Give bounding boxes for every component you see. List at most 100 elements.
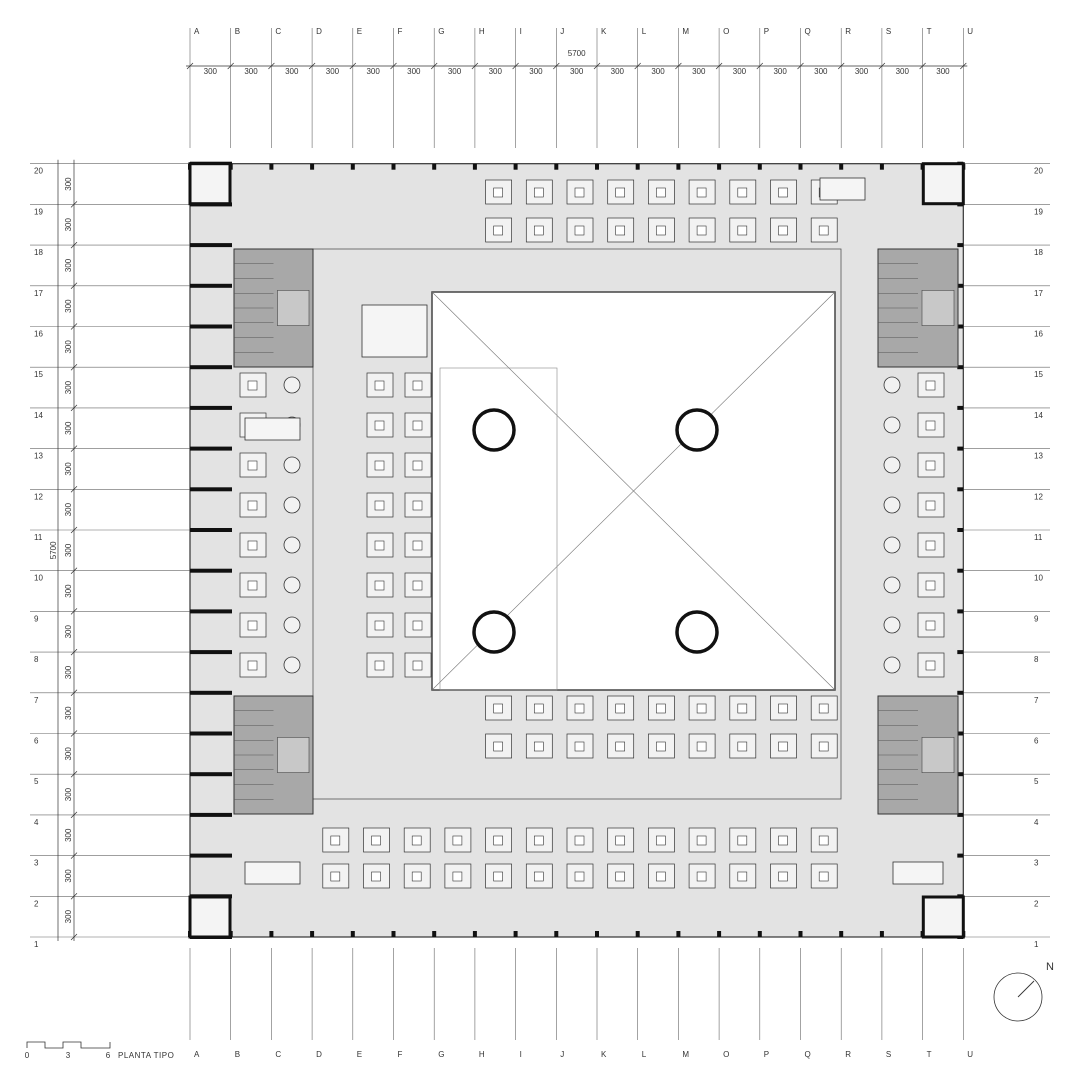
round-table xyxy=(283,576,301,594)
facade-mullion xyxy=(190,650,232,655)
workstation-chair xyxy=(411,835,422,846)
workstation-desk xyxy=(607,863,635,889)
facade-mullion xyxy=(190,283,232,288)
workstation-chair xyxy=(533,703,544,714)
facade-mullion xyxy=(957,283,964,288)
atrium-column xyxy=(675,610,719,654)
workstation-desk xyxy=(485,217,512,243)
round-table xyxy=(883,496,901,514)
facade-mullion xyxy=(190,405,232,410)
round-table xyxy=(883,656,901,674)
workstation-chair xyxy=(247,620,258,631)
dimension-tick xyxy=(837,62,845,70)
workstation-chair xyxy=(412,620,423,631)
workstation-chair xyxy=(696,187,707,198)
atrium-column xyxy=(472,408,516,452)
column-label-bottom: O xyxy=(723,1050,729,1059)
meeting-table xyxy=(361,304,428,358)
column-label-top: C xyxy=(275,27,281,36)
meeting-table xyxy=(244,417,301,441)
workstation-chair xyxy=(374,660,385,671)
row-label-left: 5 xyxy=(34,777,39,786)
facade-mullion xyxy=(269,163,274,170)
bay-dimension-left: 300 xyxy=(64,787,73,801)
workstation-chair xyxy=(412,500,423,511)
round-table xyxy=(883,376,901,394)
column-label-top: K xyxy=(601,27,607,36)
workstation-chair xyxy=(778,741,788,752)
workstation-chair xyxy=(778,703,788,714)
dimension-tick xyxy=(349,62,357,70)
facade-mullion xyxy=(717,931,722,937)
facade-mullion xyxy=(190,568,232,573)
workstation-chair xyxy=(615,703,626,714)
bay-dimension-top: 300 xyxy=(204,67,218,76)
north-arrow: N xyxy=(993,961,1054,1022)
row-label-right: 6 xyxy=(1034,737,1039,746)
workstation-chair xyxy=(615,187,626,198)
workstation-desk xyxy=(566,179,594,205)
column-label-top: O xyxy=(723,27,729,36)
workstation-chair xyxy=(737,741,748,752)
workstation-chair xyxy=(374,380,385,391)
atrium-column xyxy=(675,408,719,452)
bay-dimension-left: 300 xyxy=(64,706,73,720)
workstation-chair xyxy=(330,871,341,882)
north-arrow-circle xyxy=(993,972,1043,1022)
dimension-tick xyxy=(70,567,78,574)
scale-tick-0: 0 xyxy=(25,1051,30,1060)
facade-mullion xyxy=(957,446,964,451)
bay-dimension-top: 300 xyxy=(611,67,625,76)
atrium-column xyxy=(472,610,516,654)
meeting-table xyxy=(892,861,944,885)
workstation-chair xyxy=(925,460,936,471)
meeting-table xyxy=(819,177,866,201)
column-label-top: L xyxy=(642,27,647,36)
dimension-tick xyxy=(797,62,804,70)
column-label-top: H xyxy=(479,27,485,36)
column-label-top: P xyxy=(764,27,769,36)
scale-tick-3: 3 xyxy=(66,1051,71,1060)
facade-mullion xyxy=(190,731,232,736)
facade-mullion xyxy=(391,931,396,937)
workstation-chair xyxy=(493,187,503,198)
row-label-left: 10 xyxy=(34,574,43,583)
facade-mullion xyxy=(957,853,964,858)
workstation-chair xyxy=(656,871,666,882)
round-table xyxy=(883,536,901,554)
round-table xyxy=(283,536,301,554)
dimension-tick xyxy=(70,404,78,412)
workstation-chair xyxy=(371,835,381,846)
elevator xyxy=(277,289,310,326)
facade-mullion xyxy=(879,931,884,937)
scale-bar-graphic xyxy=(26,1041,111,1049)
dimension-tick xyxy=(70,201,78,208)
dimension-tick xyxy=(390,62,397,70)
workstation-desk xyxy=(239,492,267,518)
facade-mullion xyxy=(957,243,964,248)
facade-mullion xyxy=(839,931,844,937)
workstation-chair xyxy=(818,835,829,846)
dimension-tick xyxy=(70,852,78,859)
column-label-bottom: J xyxy=(560,1050,564,1059)
bay-dimension-top: 300 xyxy=(529,67,543,76)
dimension-tick xyxy=(70,730,78,737)
bay-dimension-top: 300 xyxy=(448,67,462,76)
row-label-left: 20 xyxy=(34,167,43,176)
column-label-bottom: S xyxy=(886,1050,891,1059)
dimension-tick xyxy=(227,62,234,70)
bay-dimension-top: 300 xyxy=(814,67,828,76)
column-label-bottom: M xyxy=(682,1050,689,1059)
row-label-right: 7 xyxy=(1034,696,1039,705)
facade-mullion xyxy=(839,163,844,170)
dimension-tick xyxy=(634,62,641,70)
workstation-chair xyxy=(696,835,707,846)
bay-dimension-left: 300 xyxy=(64,747,73,761)
elevator xyxy=(921,736,955,773)
facade-mullion xyxy=(957,812,964,817)
workstation-chair xyxy=(247,540,258,551)
facade-mullion xyxy=(717,163,722,170)
row-label-left: 2 xyxy=(34,899,39,908)
